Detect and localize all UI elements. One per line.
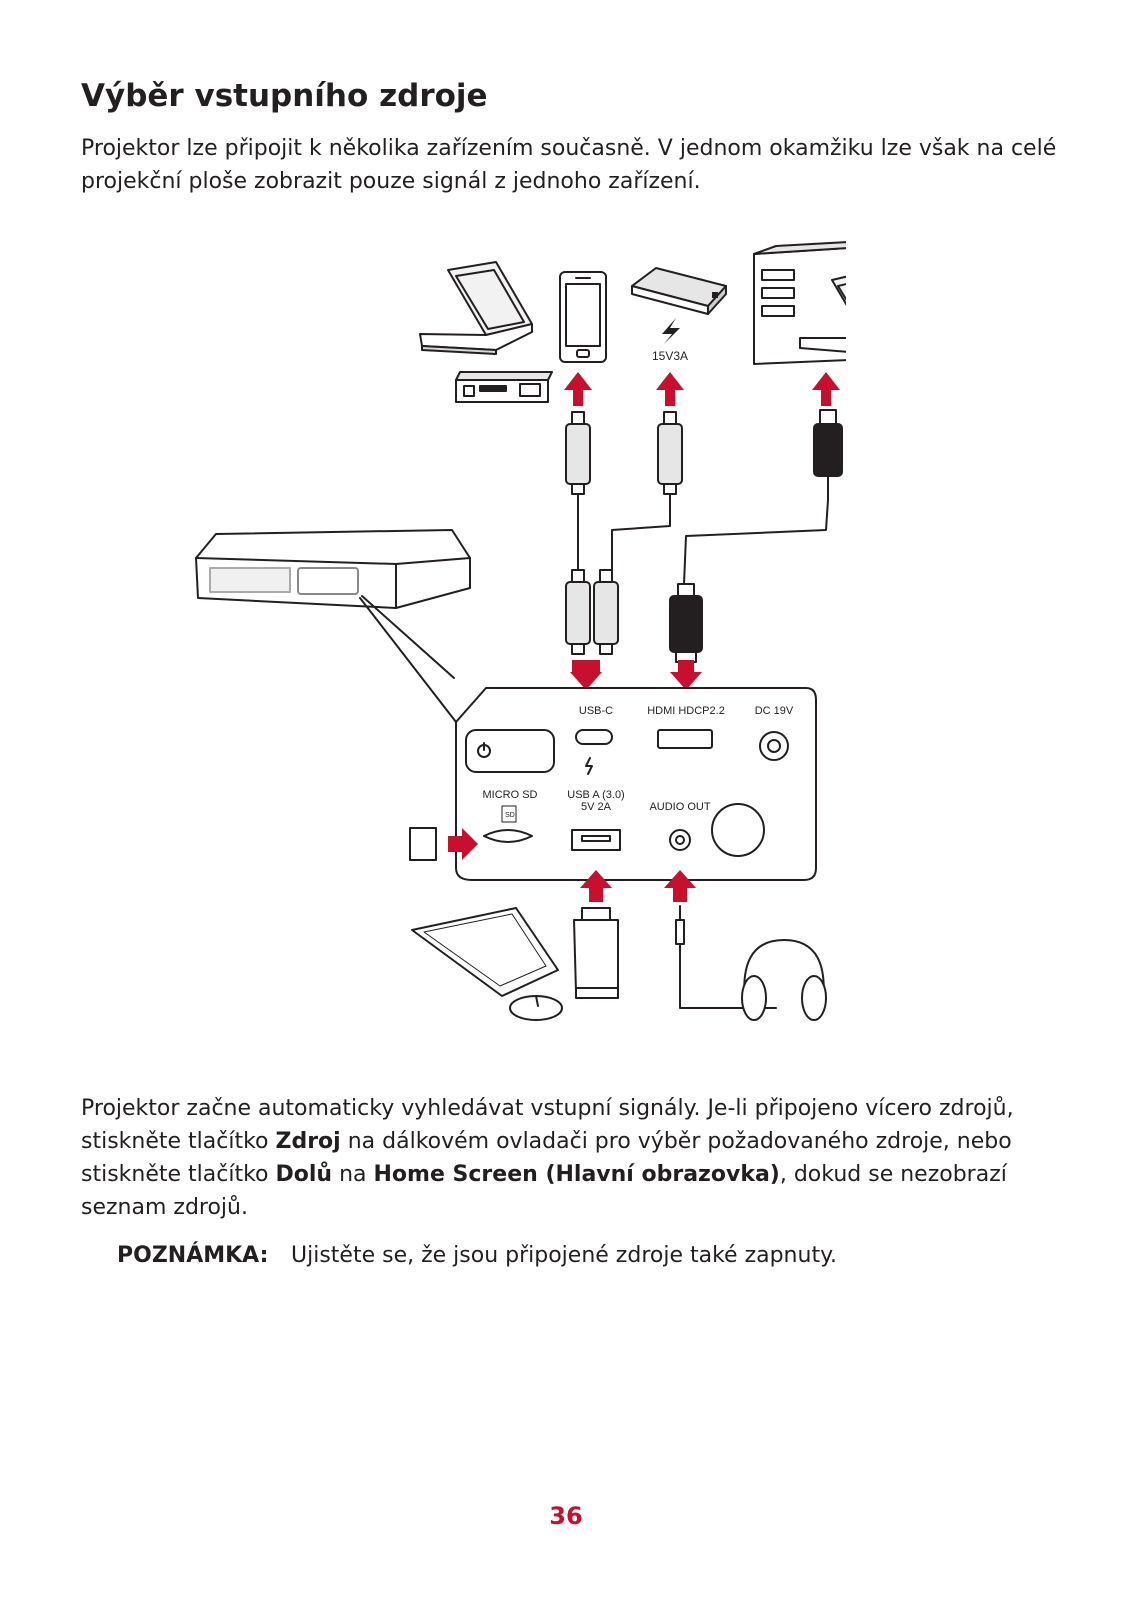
laptop-icon-2 bbox=[799, 275, 846, 353]
desktop-tower-icon bbox=[753, 241, 846, 365]
page-number: 36 bbox=[549, 1502, 583, 1530]
usb-dongle-icon bbox=[573, 907, 619, 999]
note-label: POZNÁMKA: bbox=[117, 1243, 269, 1268]
headphones-icon bbox=[675, 905, 827, 1021]
power-label: 15V3A bbox=[652, 349, 688, 363]
note: POZNÁMKA: Ujistěte se, že jsou připojené … bbox=[117, 1239, 837, 1272]
phone-icon bbox=[559, 271, 607, 363]
usb-c-label: USB-C bbox=[579, 705, 613, 717]
mouse-icon bbox=[509, 995, 563, 1021]
body-paragraph: Projektor začne automaticky vyhledávat v… bbox=[81, 1096, 1014, 1220]
projector-icon bbox=[195, 529, 471, 723]
port-panel bbox=[455, 687, 817, 881]
laptop-icon bbox=[419, 261, 533, 355]
usb-a-label-2: 5V 2A bbox=[581, 801, 612, 813]
micro-sd-label: MICRO SD bbox=[483, 789, 538, 801]
media-player-icon bbox=[455, 371, 553, 403]
audio-out-label: AUDIO OUT bbox=[649, 801, 710, 813]
note-text: Ujistěte se, že jsou připojené zdroje ta… bbox=[291, 1243, 837, 1268]
page-title: Výběr vstupního zdroje bbox=[81, 78, 488, 114]
sd-card-icon bbox=[409, 827, 437, 861]
hdmi-label: HDMI HDCP2.2 bbox=[647, 705, 725, 717]
power-bank-icon bbox=[631, 267, 727, 315]
dc-label: DC 19V bbox=[755, 705, 794, 717]
sd-badge: SD bbox=[505, 812, 515, 819]
lightning-icon bbox=[662, 318, 680, 344]
keyboard-icon bbox=[411, 907, 559, 997]
arrow-right-icon bbox=[448, 828, 478, 860]
usb-a-label-1: USB A (3.0) bbox=[567, 789, 624, 801]
connection-diagram: USB-C HDMI HDCP2.2 DC 19V MICRO SD SD US… bbox=[195, 241, 846, 1021]
intro-paragraph: Projektor lze připojit k několika zaříze… bbox=[81, 136, 1057, 194]
